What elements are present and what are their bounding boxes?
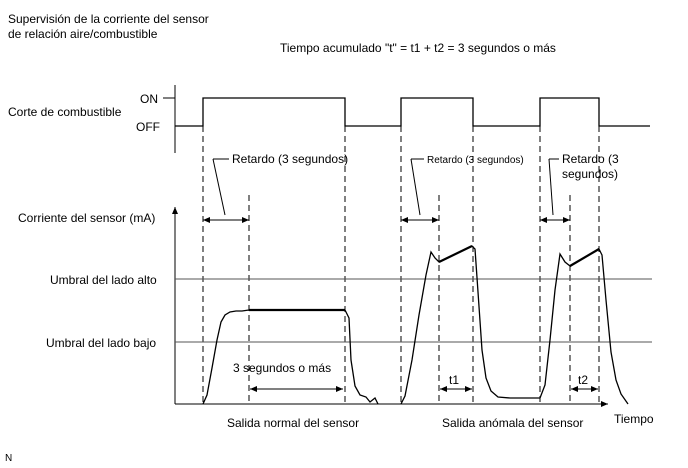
abnormal-output-rise-2 xyxy=(569,248,600,267)
delay-label-3b: segundos) xyxy=(562,167,618,181)
t2-label: t2 xyxy=(578,373,588,387)
low-threshold-label: Umbral del lado bajo xyxy=(46,336,156,350)
t1-label: t1 xyxy=(449,373,459,387)
fuel-cut-label: Corte de combustible xyxy=(8,105,122,119)
on-label: ON xyxy=(140,92,158,106)
normal-output-curve xyxy=(202,309,379,405)
delay-label-2: Retardo (3 segundos) xyxy=(427,155,524,166)
delay-leader-1 xyxy=(212,158,226,216)
high-threshold-label: Umbral del lado alto xyxy=(50,273,157,287)
delay-leader-3 xyxy=(548,158,554,216)
delay-leader-2 xyxy=(410,158,421,216)
three-seconds-label: 3 segundos o más xyxy=(233,361,331,375)
delay-label-3a: Retardo (3 xyxy=(562,152,619,166)
sensor-current-label: Corriente del sensor (mA) xyxy=(18,211,155,225)
accumulated-time-formula: Tiempo acumulado "t" = t1 + t2 = 3 segun… xyxy=(280,41,556,55)
abnormal-output-label: Salida anómala del sensor xyxy=(442,416,583,430)
title-line-2: de relación aire/combustible xyxy=(8,27,158,41)
abnormal-output-rise-1 xyxy=(438,245,473,263)
delay-label-1: Retardo (3 segundos) xyxy=(232,152,348,166)
time-axis-label: Tiempo xyxy=(614,412,654,426)
off-label: OFF xyxy=(136,120,160,134)
fuel-cut-signal xyxy=(175,97,650,127)
abnormal-output-curve-1 xyxy=(400,245,540,405)
title-line-1: Supervisión de la corriente del sensor xyxy=(8,12,209,26)
corner-mark: N xyxy=(5,453,12,463)
normal-output-label: Salida normal del sensor xyxy=(227,416,359,430)
